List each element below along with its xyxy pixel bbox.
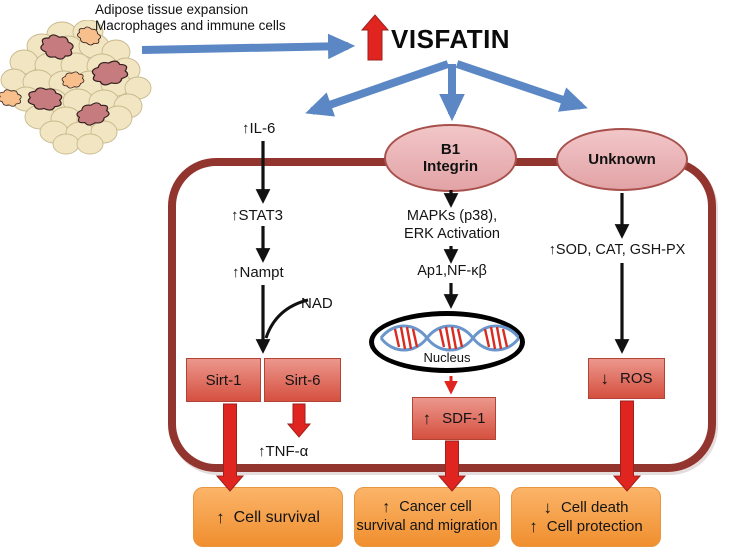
cell-survival-outcome-box: ↑ Cell survival bbox=[193, 487, 343, 547]
sdf1-box: ↑ SDF-1 bbox=[412, 397, 496, 440]
visfatin-increase-arrow-icon bbox=[360, 14, 390, 61]
ros-label: ROS bbox=[619, 370, 653, 387]
cancer-cell-line-1: Cancer cell bbox=[399, 499, 472, 515]
cell-death-label: Cell death bbox=[560, 499, 629, 516]
unknown-label: Unknown bbox=[588, 151, 656, 168]
mapk-line-2: ERK Activation bbox=[404, 226, 500, 242]
source-caption: Adipose tissue expansion Macrophages and… bbox=[95, 2, 286, 33]
unknown-receptor: Unknown bbox=[556, 128, 688, 191]
cell-protection-label: Cell protection bbox=[546, 518, 643, 535]
ros-box: ↓ ROS bbox=[588, 358, 665, 399]
sdf1-label: SDF-1 bbox=[442, 410, 486, 427]
blue-signal-arrows bbox=[141, 33, 588, 122]
mapk-line-1: MAPKs (p38), bbox=[406, 208, 498, 224]
down-arrow-icon: ↓ bbox=[543, 498, 552, 517]
adipose-tissue-illustration bbox=[0, 20, 152, 155]
sod-cat-gshpx-label: ↑SOD, CAT, GSH-PX bbox=[548, 242, 686, 258]
caption-line-1: Adipose tissue expansion bbox=[95, 2, 249, 17]
nampt-label: ↑Nampt bbox=[232, 264, 284, 281]
b1-label: B1 bbox=[440, 141, 461, 158]
cancer-cell-line-2: survival and migration bbox=[356, 518, 498, 534]
cell-survival-label: Cell survival bbox=[233, 508, 320, 526]
arrow-visfatin-to-il6 bbox=[305, 60, 450, 117]
nucleus: Nucleus bbox=[369, 311, 525, 373]
integrin-label: Integrin bbox=[423, 158, 478, 175]
arrow-visfatin-to-unknown bbox=[455, 60, 588, 112]
down-arrow-icon: ↓ bbox=[600, 368, 609, 388]
sirt6-label: Sirt-6 bbox=[284, 371, 321, 389]
mapk-label: MAPKs (p38), ERK Activation bbox=[404, 207, 500, 243]
up-arrow-icon: ↑ bbox=[216, 507, 225, 527]
cancer-cell-outcome-box: ↑ Cancer cell survival and migration bbox=[354, 487, 500, 547]
nucleus-label: Nucleus bbox=[423, 350, 471, 365]
visfatin-title: VISFATIN bbox=[391, 24, 511, 54]
cell-death-protection-outcome-box: ↓ Cell death ↑ Cell protection bbox=[511, 487, 661, 547]
up-arrow-icon: ↑ bbox=[422, 408, 432, 428]
tnf-alpha-label: ↑TNF-α bbox=[258, 443, 309, 460]
ap1-nfkb-label: Ap1,NF-κβ bbox=[417, 263, 487, 279]
up-arrow-icon: ↑ bbox=[529, 517, 538, 536]
nad-label: NAD bbox=[301, 295, 333, 312]
sirt1-box: Sirt-1 bbox=[186, 358, 261, 402]
caption-line-2: Macrophages and immune cells bbox=[95, 17, 286, 33]
b1-integrin-receptor: B1 Integrin bbox=[384, 124, 517, 192]
arrow-adipose-to-visfatin bbox=[141, 33, 356, 60]
il6-label: ↑IL-6 bbox=[242, 120, 276, 137]
sirt1-label: Sirt-1 bbox=[205, 371, 242, 389]
up-arrow-icon: ↑ bbox=[382, 499, 391, 516]
sirt6-box: Sirt-6 bbox=[264, 358, 341, 402]
stat3-label: ↑STAT3 bbox=[231, 207, 283, 224]
dna-helix-icon bbox=[379, 324, 519, 352]
